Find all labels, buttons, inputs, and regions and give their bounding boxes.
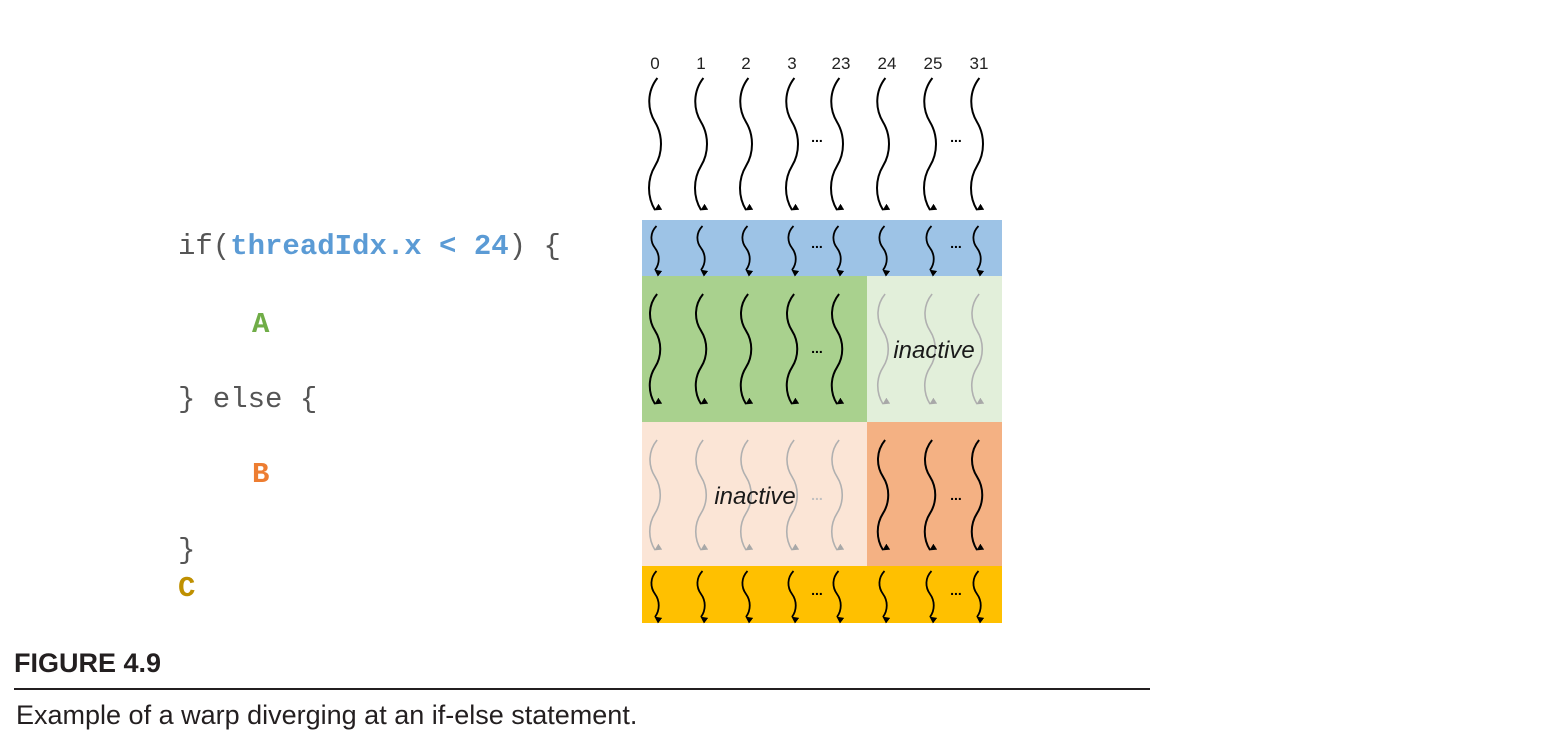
thread-arrow-b-active	[923, 439, 938, 551]
thread-arrow-a-active	[648, 293, 663, 405]
ellipsis-b-inactive: ...	[811, 487, 823, 503]
thread-arrow-b-inactive	[694, 439, 709, 551]
figure-caption: Example of a warp diverging at an if-els…	[16, 700, 638, 730]
thread-arrow-top	[694, 77, 709, 211]
code-close-brace: }	[178, 534, 196, 567]
ellipsis-if-left: ...	[811, 235, 823, 251]
thread-arrow-a-active	[785, 293, 800, 405]
thread-index-labels: 0 1 2 3 23 24 25 31	[650, 54, 988, 73]
if-condition: threadIdx.x < 24	[230, 230, 509, 263]
thread-arrow-top	[830, 77, 845, 211]
if-open-brace: ) {	[508, 230, 561, 263]
thread-arrow-if	[787, 225, 800, 277]
thread-arrow-if	[832, 225, 845, 277]
thread-arrow-a-inactive	[923, 293, 938, 405]
thread-arrow-if	[878, 225, 891, 277]
thread-label-23: 23	[832, 54, 851, 73]
thread-arrow-a-active	[694, 293, 709, 405]
thread-arrow-b-active	[970, 439, 985, 551]
inactive-label-b: inactive	[714, 483, 795, 510]
thread-arrow-a-inactive	[876, 293, 891, 405]
block-b-label: B	[252, 458, 270, 491]
thread-label-25: 25	[924, 54, 943, 73]
thread-arrow-b-inactive	[785, 439, 800, 551]
band-a-active	[642, 276, 867, 422]
thread-arrow-top	[876, 77, 891, 211]
thread-arrow-a-active	[830, 293, 845, 405]
thread-arrow-b-inactive	[739, 439, 754, 551]
ellipsis-a-active: ...	[811, 340, 823, 356]
thread-arrow-b-active	[876, 439, 891, 551]
block-a-label: A	[252, 308, 270, 341]
thread-arrow-c	[878, 570, 891, 624]
thread-arrow-c	[787, 570, 800, 624]
code-line-else: } else {	[178, 383, 318, 416]
thread-arrow-if	[650, 225, 663, 277]
thread-arrow-c	[972, 570, 985, 624]
thread-label-0: 0	[650, 54, 659, 73]
thread-arrow-c	[650, 570, 663, 624]
thread-label-24: 24	[878, 54, 897, 73]
thread-arrow-if	[741, 225, 754, 277]
thread-arrow-top	[970, 77, 985, 211]
thread-arrow-b-inactive	[648, 439, 663, 551]
ellipsis-markers: ... ... ... ... ... ... ... ... ...	[811, 129, 962, 598]
inactive-label-a: inactive	[893, 337, 974, 364]
thread-arrow-a-active	[739, 293, 754, 405]
figure-label: FIGURE 4.9	[14, 648, 162, 678]
thread-label-31: 31	[970, 54, 989, 73]
thread-arrow-if	[972, 225, 985, 277]
ellipsis-if-right: ...	[950, 235, 962, 251]
thread-arrow-top	[648, 77, 663, 211]
thread-arrows	[648, 77, 985, 624]
thread-label-3: 3	[787, 54, 796, 73]
thread-arrow-a-inactive	[970, 293, 985, 405]
block-c-label: C	[178, 572, 196, 605]
thread-arrow-c	[741, 570, 754, 624]
thread-arrow-if	[696, 225, 709, 277]
thread-arrow-c	[925, 570, 938, 624]
thread-arrow-top	[923, 77, 938, 211]
code-line-if: if(threadIdx.x < 24) {	[178, 230, 561, 263]
ellipsis-c-right: ...	[950, 582, 962, 598]
thread-arrow-c	[696, 570, 709, 624]
ellipsis-top-right: ...	[950, 129, 962, 145]
band-b-inactive	[642, 422, 867, 566]
thread-arrow-c	[832, 570, 845, 624]
if-keyword: if(	[178, 230, 231, 263]
thread-arrow-if	[925, 225, 938, 277]
ellipsis-c-left: ...	[811, 582, 823, 598]
thread-arrow-top	[739, 77, 754, 211]
ellipsis-top-left: ...	[811, 129, 823, 145]
caption-divider	[14, 688, 1150, 690]
ellipsis-b-active: ...	[950, 487, 962, 503]
thread-label-2: 2	[741, 54, 750, 73]
thread-label-1: 1	[696, 54, 705, 73]
thread-arrow-top	[785, 77, 800, 211]
thread-arrow-b-inactive	[830, 439, 845, 551]
